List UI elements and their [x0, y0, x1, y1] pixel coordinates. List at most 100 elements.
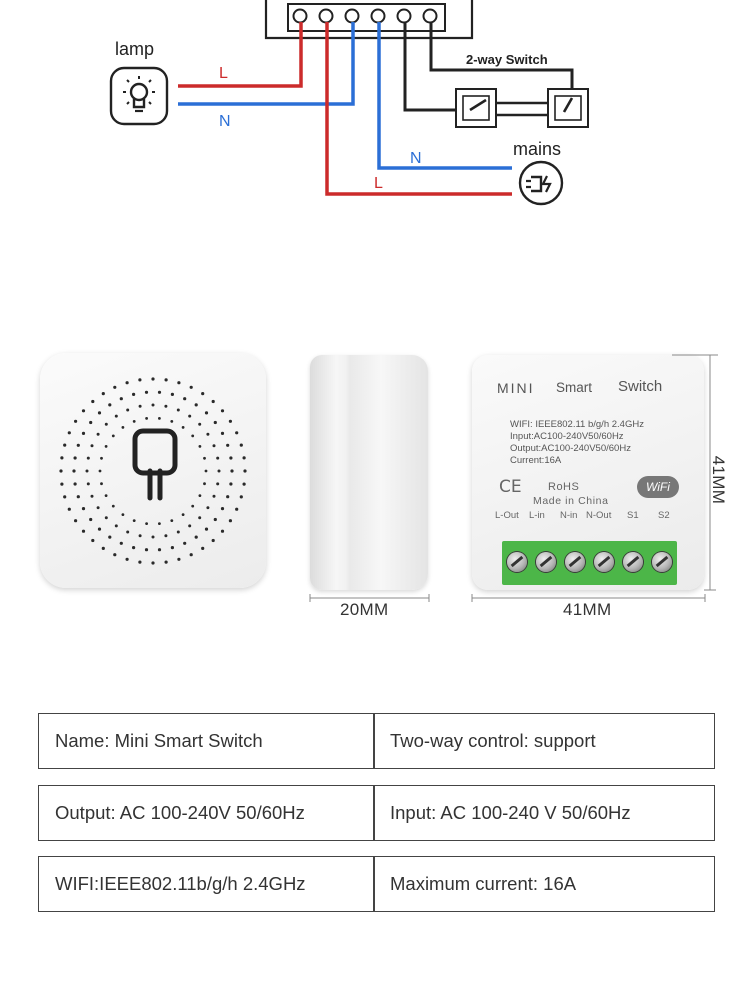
speaker-dot	[119, 397, 123, 401]
traveler-wires	[488, 101, 555, 117]
speaker-dot	[211, 538, 215, 543]
terminal-3	[344, 8, 360, 24]
switch-wire-s2	[429, 22, 574, 98]
terminal-label: S1	[627, 510, 639, 521]
speaker-dot	[108, 403, 112, 407]
speaker-dot	[90, 444, 94, 448]
width-dimension: 41MM	[563, 600, 612, 619]
lamp-live-label: L	[219, 65, 228, 82]
speaker-dot	[183, 541, 187, 545]
speaker-dot	[60, 456, 64, 460]
speaker-dot	[72, 469, 76, 473]
speaker-dot	[145, 417, 148, 420]
speaker-dot	[176, 408, 180, 412]
speaker-dot	[164, 560, 168, 564]
terminal-screw	[507, 552, 527, 572]
device-label-smart: Smart	[556, 380, 593, 395]
speaker-dot	[204, 411, 209, 415]
terminal-strip	[287, 3, 446, 32]
speaker-dot	[96, 432, 100, 436]
speaker-dot	[138, 560, 142, 564]
speaker-dot	[98, 469, 102, 473]
speaker-dot	[158, 522, 161, 525]
spec-cell-current: Maximum current: 16A	[373, 856, 715, 912]
terminal-5	[396, 8, 412, 24]
depth-dimension: 20MM	[340, 600, 389, 619]
speaker-dot	[86, 456, 90, 460]
speaker-dot	[235, 431, 239, 435]
spec-cell-two-way: Two-way control: support	[373, 713, 715, 769]
spec-cell-name: Name: Mini Smart Switch	[38, 713, 375, 769]
device-spec-line: Current:16A	[510, 455, 562, 466]
terminal-labels: L-Out L-in N-in N-Out S1 S2	[495, 510, 680, 524]
terminal-label: S2	[658, 510, 670, 521]
terminal-screw	[565, 552, 585, 572]
speaker-dot	[74, 419, 78, 423]
speaker-dot	[132, 392, 136, 396]
speaker-dot	[176, 530, 180, 534]
mains-neutral-wire	[377, 22, 512, 170]
ce-mark: CE	[499, 477, 522, 497]
speaker-dot	[132, 420, 136, 423]
speaker-dot	[198, 516, 202, 520]
speaker-dot	[125, 557, 129, 561]
speaker-dot	[201, 546, 205, 550]
speaker-dot	[73, 456, 77, 460]
speaker-dot	[212, 444, 216, 448]
terminal-screw	[594, 552, 614, 572]
speaker-dot	[243, 469, 247, 473]
speaker-dot	[229, 482, 233, 486]
speaker-dot	[157, 390, 162, 394]
speaker-dot	[242, 482, 246, 486]
speaker-dot	[60, 482, 64, 486]
speaker-dot	[213, 517, 217, 522]
terminal-label: N-Out	[586, 510, 612, 521]
terminal-6	[422, 8, 438, 24]
lamp-neutral-label: N	[219, 113, 231, 130]
rohs-mark: RoHS	[548, 481, 580, 493]
speaker-dot	[206, 432, 210, 436]
speaker-dot	[170, 392, 174, 396]
speaker-dot	[217, 469, 221, 473]
speaker-dot	[164, 534, 168, 538]
speaker-dot	[201, 392, 205, 396]
speaker-dot	[239, 443, 243, 447]
speaker-dot	[126, 530, 130, 534]
speaker-dot	[206, 506, 210, 510]
speaker-dot	[81, 409, 86, 413]
speaker-dot	[104, 445, 108, 448]
speaker-dot	[91, 538, 95, 543]
speaker-dot	[151, 535, 155, 539]
speaker-dot	[216, 456, 220, 460]
speaker-dot	[191, 504, 195, 508]
speaker-dot	[85, 469, 89, 473]
speaker-dot	[59, 469, 63, 473]
speaker-dot	[177, 381, 181, 385]
speaker-dot	[144, 390, 149, 394]
device-spec-line: WIFI: IEEE802.11 b/g/h 2.4GHz	[510, 419, 644, 430]
speaker-dot	[216, 482, 220, 486]
device-front-view	[40, 353, 266, 588]
speaker-dot	[76, 443, 80, 447]
device-spec-lines: WIFI: IEEE802.11 b/g/h 2.4GHz Input:AC10…	[510, 419, 644, 467]
lightbulb-icon	[109, 66, 169, 126]
two-way-switch-left	[455, 88, 497, 128]
speaker-dot	[119, 541, 123, 545]
speaker-dot	[104, 494, 108, 497]
terminal-screw	[623, 552, 643, 572]
speaker-dot	[113, 385, 117, 389]
speaker-dot	[220, 409, 225, 413]
terminal-label: N-in	[560, 510, 578, 521]
speaker-dot	[164, 404, 168, 408]
speaker-dot	[239, 495, 243, 499]
switch-wire-s1	[403, 22, 470, 112]
switch-label: 2-way Switch	[466, 52, 548, 67]
speaker-dot	[96, 506, 100, 510]
speaker-dot	[97, 527, 102, 531]
speaker-dot	[151, 403, 155, 407]
speaker-dot	[101, 546, 105, 550]
speaker-dot	[220, 507, 225, 511]
speaker-dot	[145, 522, 148, 525]
speaker-dot	[89, 420, 93, 425]
speaker-dot	[138, 404, 142, 408]
